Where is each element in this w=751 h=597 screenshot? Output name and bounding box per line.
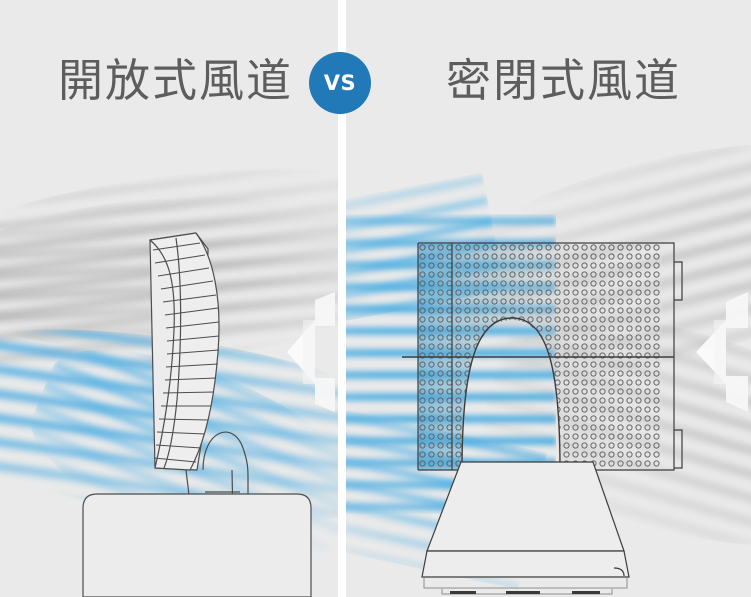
panel-open-duct: [0, 0, 340, 597]
panel-title-open-duct: 開放式風道: [58, 54, 294, 107]
panel-title-sealed-duct: 密閉式風道: [446, 54, 682, 107]
vs-badge: VS: [309, 52, 371, 114]
vs-badge-label: VS: [323, 71, 357, 95]
panel-divider: [338, 0, 346, 597]
